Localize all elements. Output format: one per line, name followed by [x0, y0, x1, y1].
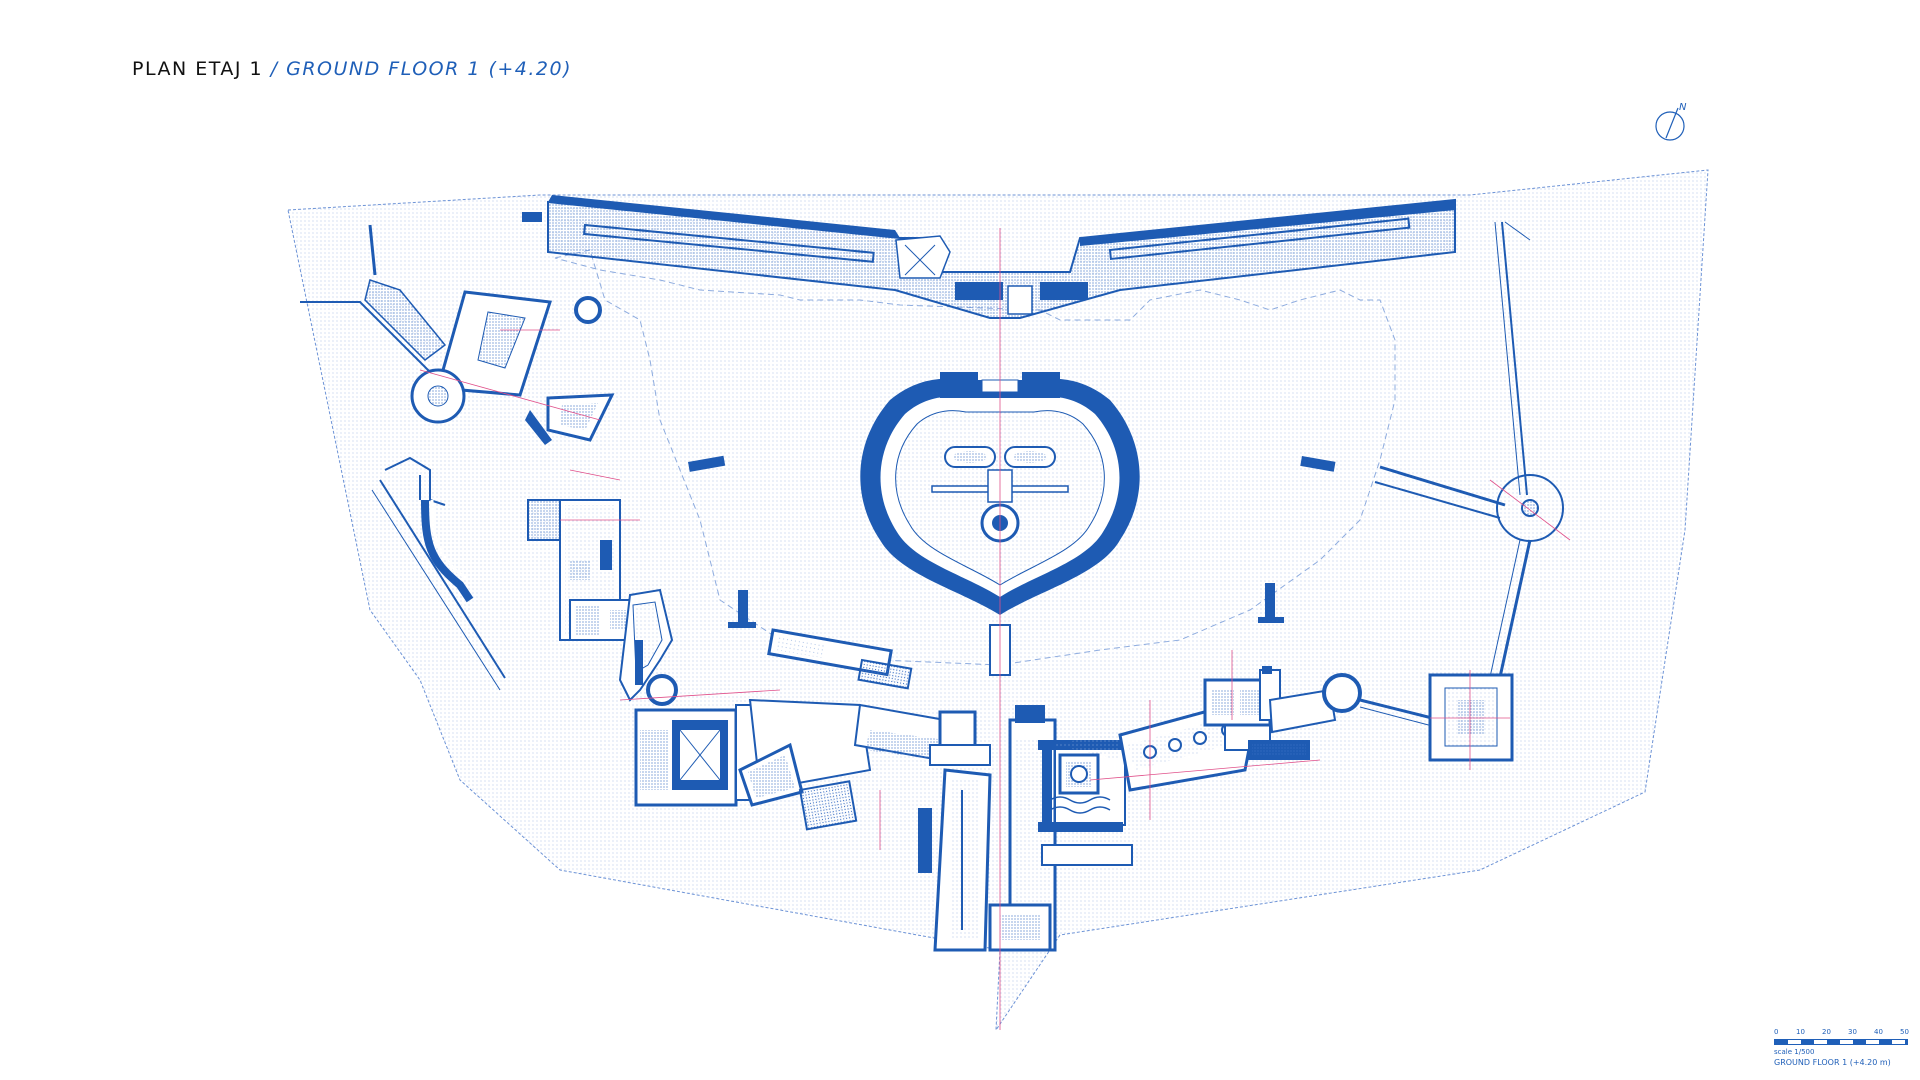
east-pavilion	[1374, 221, 1564, 762]
north-arrow: N	[1655, 102, 1687, 141]
scale-graduation	[1774, 1039, 1908, 1045]
plan-title-en: GROUND FLOOR 1 (+4.20)	[286, 58, 573, 80]
scale-tick: 0	[1774, 1028, 1779, 1036]
scale-caption: GROUND FLOOR 1 (+4.20 m)	[1774, 1058, 1891, 1067]
north-wing	[522, 195, 1456, 319]
courtyard-outline	[554, 249, 1396, 666]
south-corridor	[853, 703, 1057, 952]
scale-tick: 20	[1822, 1028, 1831, 1036]
plan-title-separator: /	[270, 58, 279, 80]
plan-title-ro: PLAN ETAJ 1	[132, 58, 264, 80]
scale-ratio: scale 1/500	[1774, 1048, 1815, 1056]
scale-tick: 10	[1796, 1028, 1805, 1036]
scale-tick: 50	[1900, 1028, 1909, 1036]
north-label: N	[1679, 102, 1687, 113]
west-wing	[300, 224, 641, 691]
southwest-wing	[618, 588, 913, 831]
setting-out-lines	[419, 228, 1571, 1030]
southeast-wing	[1038, 666, 1441, 866]
central-pool	[860, 372, 1140, 615]
scale-bar: 0 10 20 30 40 50 scale 1/500 GROUND FLOO…	[1774, 1028, 1914, 1076]
scale-tick: 40	[1874, 1028, 1883, 1036]
north-arrow-icon	[1655, 107, 1685, 141]
plan-title: PLAN ETAJ 1 / GROUND FLOOR 1 (+4.20)	[132, 58, 572, 80]
scale-tick: 30	[1848, 1028, 1857, 1036]
